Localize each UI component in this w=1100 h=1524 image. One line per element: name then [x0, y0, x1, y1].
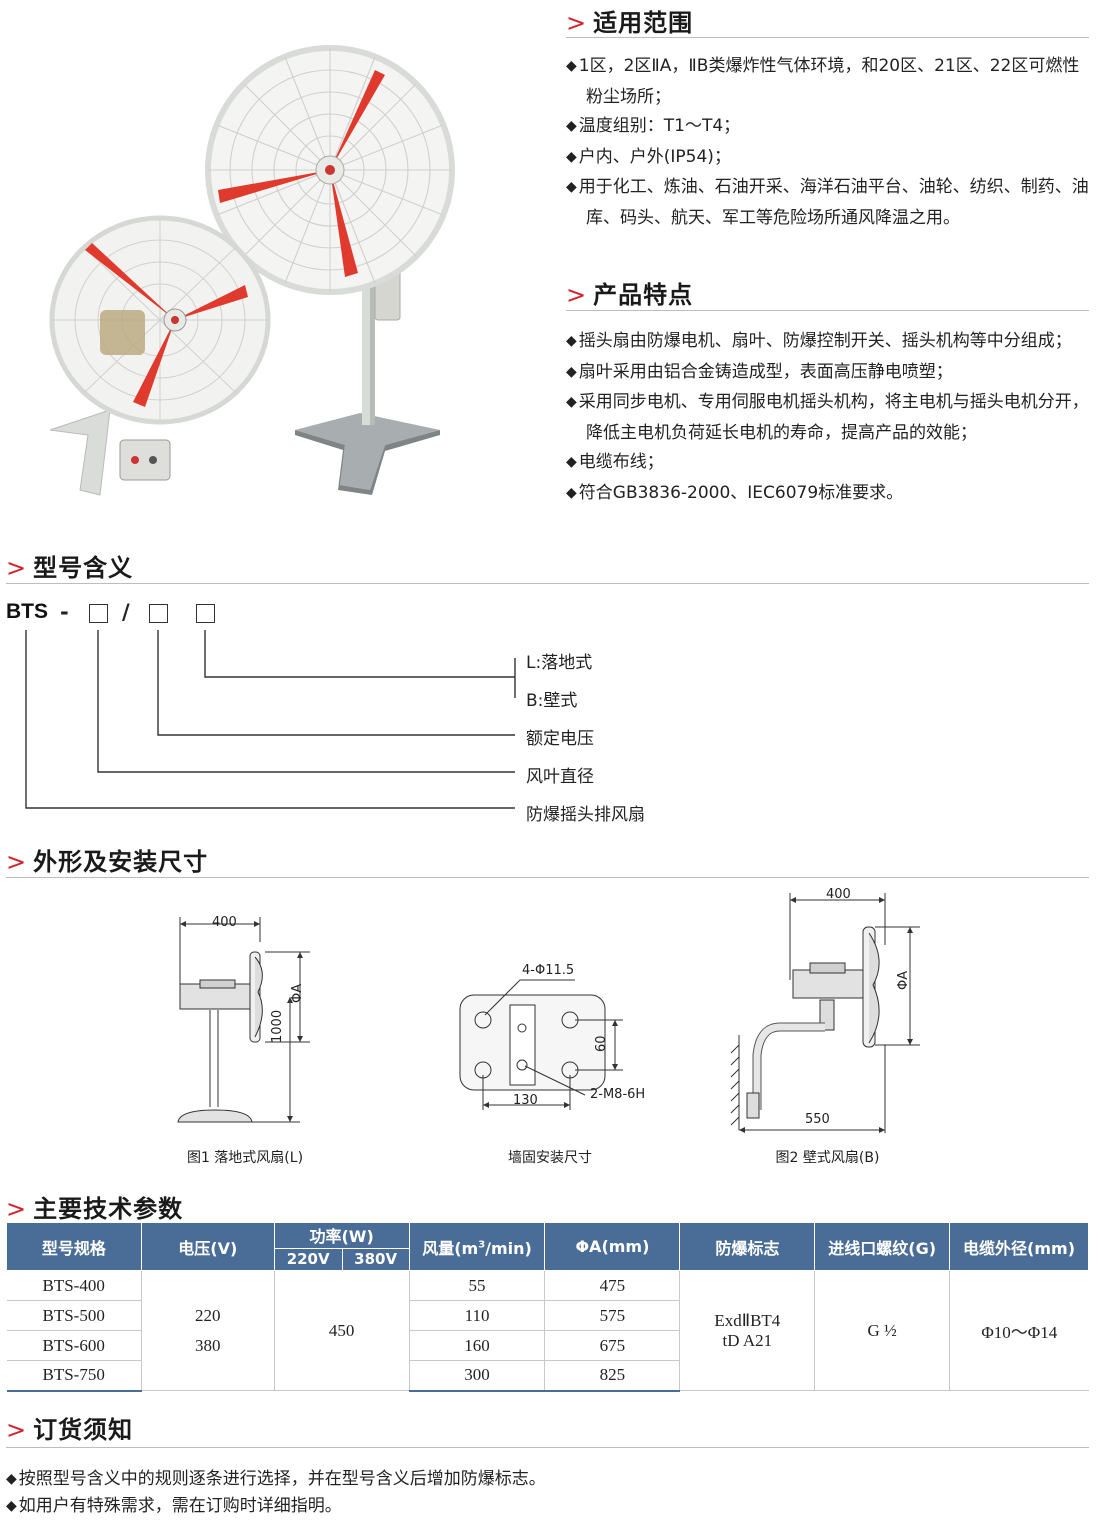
cell-model: BTS-500 [6, 1300, 142, 1331]
chevron-right-icon: > [566, 9, 588, 37]
mount-bolt-label: 2-M8-6H [590, 1087, 646, 1102]
section-title-params: >主要技术参数 [6, 1195, 184, 1223]
list-item: 用于化工、炼油、石油开采、海洋石油平台、油轮、纺织、制药、油库、码头、航天、军工… [566, 173, 1096, 233]
col-header-model: 型号规格 [6, 1222, 142, 1271]
model-label-voltage: 额定电压 [526, 729, 594, 749]
section-divider [566, 310, 1089, 311]
fig1-height-label: 1000 [270, 1009, 285, 1043]
model-leader-lines [25, 630, 516, 809]
model-box-type [196, 604, 215, 623]
chevron-right-icon: > [566, 281, 588, 309]
fig1-floor-fan-drawing [177, 917, 310, 1123]
cell-airflow: 55 [408, 1270, 545, 1301]
cell-model: BTS-400 [6, 1270, 142, 1301]
fig1-caption: 图1 落地式风扇(L) [186, 1150, 304, 1166]
col-header-exmark: 防爆标志 [679, 1222, 816, 1271]
list-item: 摇头扇由防爆电机、扇叶、防爆控制开关、摇头机构等中分组成； [566, 327, 1096, 358]
fig2-caption: 图2 壁式风扇(B) [775, 1150, 880, 1166]
cell-phi: 575 [544, 1300, 680, 1331]
fig2-width-label: 400 [826, 887, 851, 902]
fig2-wall-fan-drawing [730, 893, 920, 1133]
cell-power: 450 [273, 1270, 410, 1391]
fig2-depth-label: 550 [805, 1112, 830, 1127]
chevron-right-icon: > [6, 554, 28, 582]
list-item: 电缆布线； [566, 448, 1096, 479]
list-item: 按照型号含义中的规则逐条进行选择，并在型号含义后增加防爆标志。 [6, 1466, 546, 1493]
chevron-right-icon: > [6, 1416, 28, 1444]
mount-h-label: 60 [594, 1035, 609, 1052]
list-item: 1区，2区ⅡA，ⅡB类爆炸性气体环境，和20区、21区、22区可燃性粉尘场所； [566, 52, 1096, 112]
col-header-thread: 进线口螺纹(G) [814, 1222, 951, 1271]
chevron-right-icon: > [6, 1195, 28, 1223]
col-header-p220: 220V [273, 1247, 343, 1272]
section-title-ordering: >订货须知 [6, 1416, 134, 1444]
list-item: 如用户有特殊需求，需在订购时详细指明。 [6, 1493, 546, 1520]
table-row: BTS-600 160 675 [6, 1330, 1089, 1361]
mount-w-label: 130 [513, 1093, 538, 1108]
section-divider [6, 877, 1089, 878]
mount-holes-label: 4-Φ11.5 [522, 963, 575, 978]
model-slash: / [122, 600, 130, 624]
list-item: 符合GB3836-2000、IEC6079标准要求。 [566, 479, 1096, 510]
fig1-phi-label: ΦA [290, 983, 305, 1003]
list-item: 扇叶采用由铝合金铸造成型，表面高压静电喷塑； [566, 358, 1096, 389]
mount-drawing [459, 979, 623, 1110]
cell-phi: 825 [544, 1360, 680, 1392]
col-header-cable: 电缆外径(mm) [949, 1222, 1089, 1271]
cell-phi: 675 [544, 1330, 680, 1361]
section-divider [566, 37, 1089, 38]
section-title-model: >型号含义 [6, 554, 134, 582]
cell-airflow: 160 [408, 1330, 545, 1361]
model-prefix: BTS [6, 600, 48, 623]
features-list: 摇头扇由防爆电机、扇叶、防爆控制开关、摇头机构等中分组成； 扇叶采用由铝合金铸造… [566, 327, 1096, 509]
col-header-voltage: 电压(V) [140, 1222, 275, 1271]
cell-model: BTS-600 [6, 1330, 142, 1361]
cell-airflow: 300 [408, 1360, 545, 1392]
cell-model: BTS-750 [6, 1360, 142, 1392]
col-header-phi: ΦA(mm) [544, 1222, 681, 1271]
list-item: 户内、户外(IP54)； [566, 143, 1096, 174]
list-item: 采用同步电机、专用伺服电机摇头机构，将主电机与摇头电机分开，降低主电机负荷延长电… [566, 388, 1096, 448]
section-title-applicable: >适用范围 [566, 9, 694, 37]
section-title-features: >产品特点 [566, 281, 694, 309]
table-row: BTS-750 300 825 [6, 1360, 1089, 1392]
model-label-diameter: 风叶直径 [526, 767, 594, 787]
wall-fan-illustration [49, 215, 271, 496]
table-row: BTS-500 110 575 [6, 1300, 1089, 1331]
model-label-wall: B:壁式 [526, 691, 578, 711]
fig2-phi-label: ΦA [896, 970, 911, 990]
ordering-list: 按照型号含义中的规则逐条进行选择，并在型号含义后增加防爆标志。 如用户有特殊需求… [6, 1466, 546, 1520]
floor-fan-illustration [205, 45, 455, 495]
col-header-power: 功率(W) [273, 1222, 410, 1249]
section-divider [6, 1447, 1089, 1448]
col-header-airflow: 风量(m3/min) [408, 1222, 546, 1271]
col-header-p380: 380V [341, 1247, 410, 1272]
applicable-list: 1区，2区ⅡA，ⅡB类爆炸性气体环境，和20区、21区、22区可燃性粉尘场所； … [566, 52, 1096, 233]
list-item: 温度组别：T1～T4； [566, 112, 1096, 143]
cell-thread: G ½ [814, 1270, 950, 1391]
fig1-width-label: 400 [212, 915, 237, 930]
model-label-floor: L:落地式 [526, 653, 593, 673]
params-table: 型号规格 电压(V) 功率(W) 风量(m3/min) ΦA(mm) 防爆标志 … [6, 1222, 1089, 1392]
product-photo [49, 45, 455, 496]
cell-phi: 475 [544, 1270, 680, 1301]
model-label-name: 防爆摇头排风扇 [526, 805, 645, 825]
mount-caption: 墙固安装尺寸 [508, 1150, 592, 1166]
model-dash: - [60, 600, 69, 624]
model-box-diameter [89, 604, 108, 623]
cell-airflow: 110 [408, 1300, 545, 1331]
chevron-right-icon: > [6, 848, 28, 876]
model-box-voltage [149, 604, 168, 623]
section-title-dimensions: >外形及安装尺寸 [6, 848, 209, 876]
cell-cable: Φ10～Φ14 [949, 1270, 1089, 1391]
section-divider [6, 583, 1089, 584]
